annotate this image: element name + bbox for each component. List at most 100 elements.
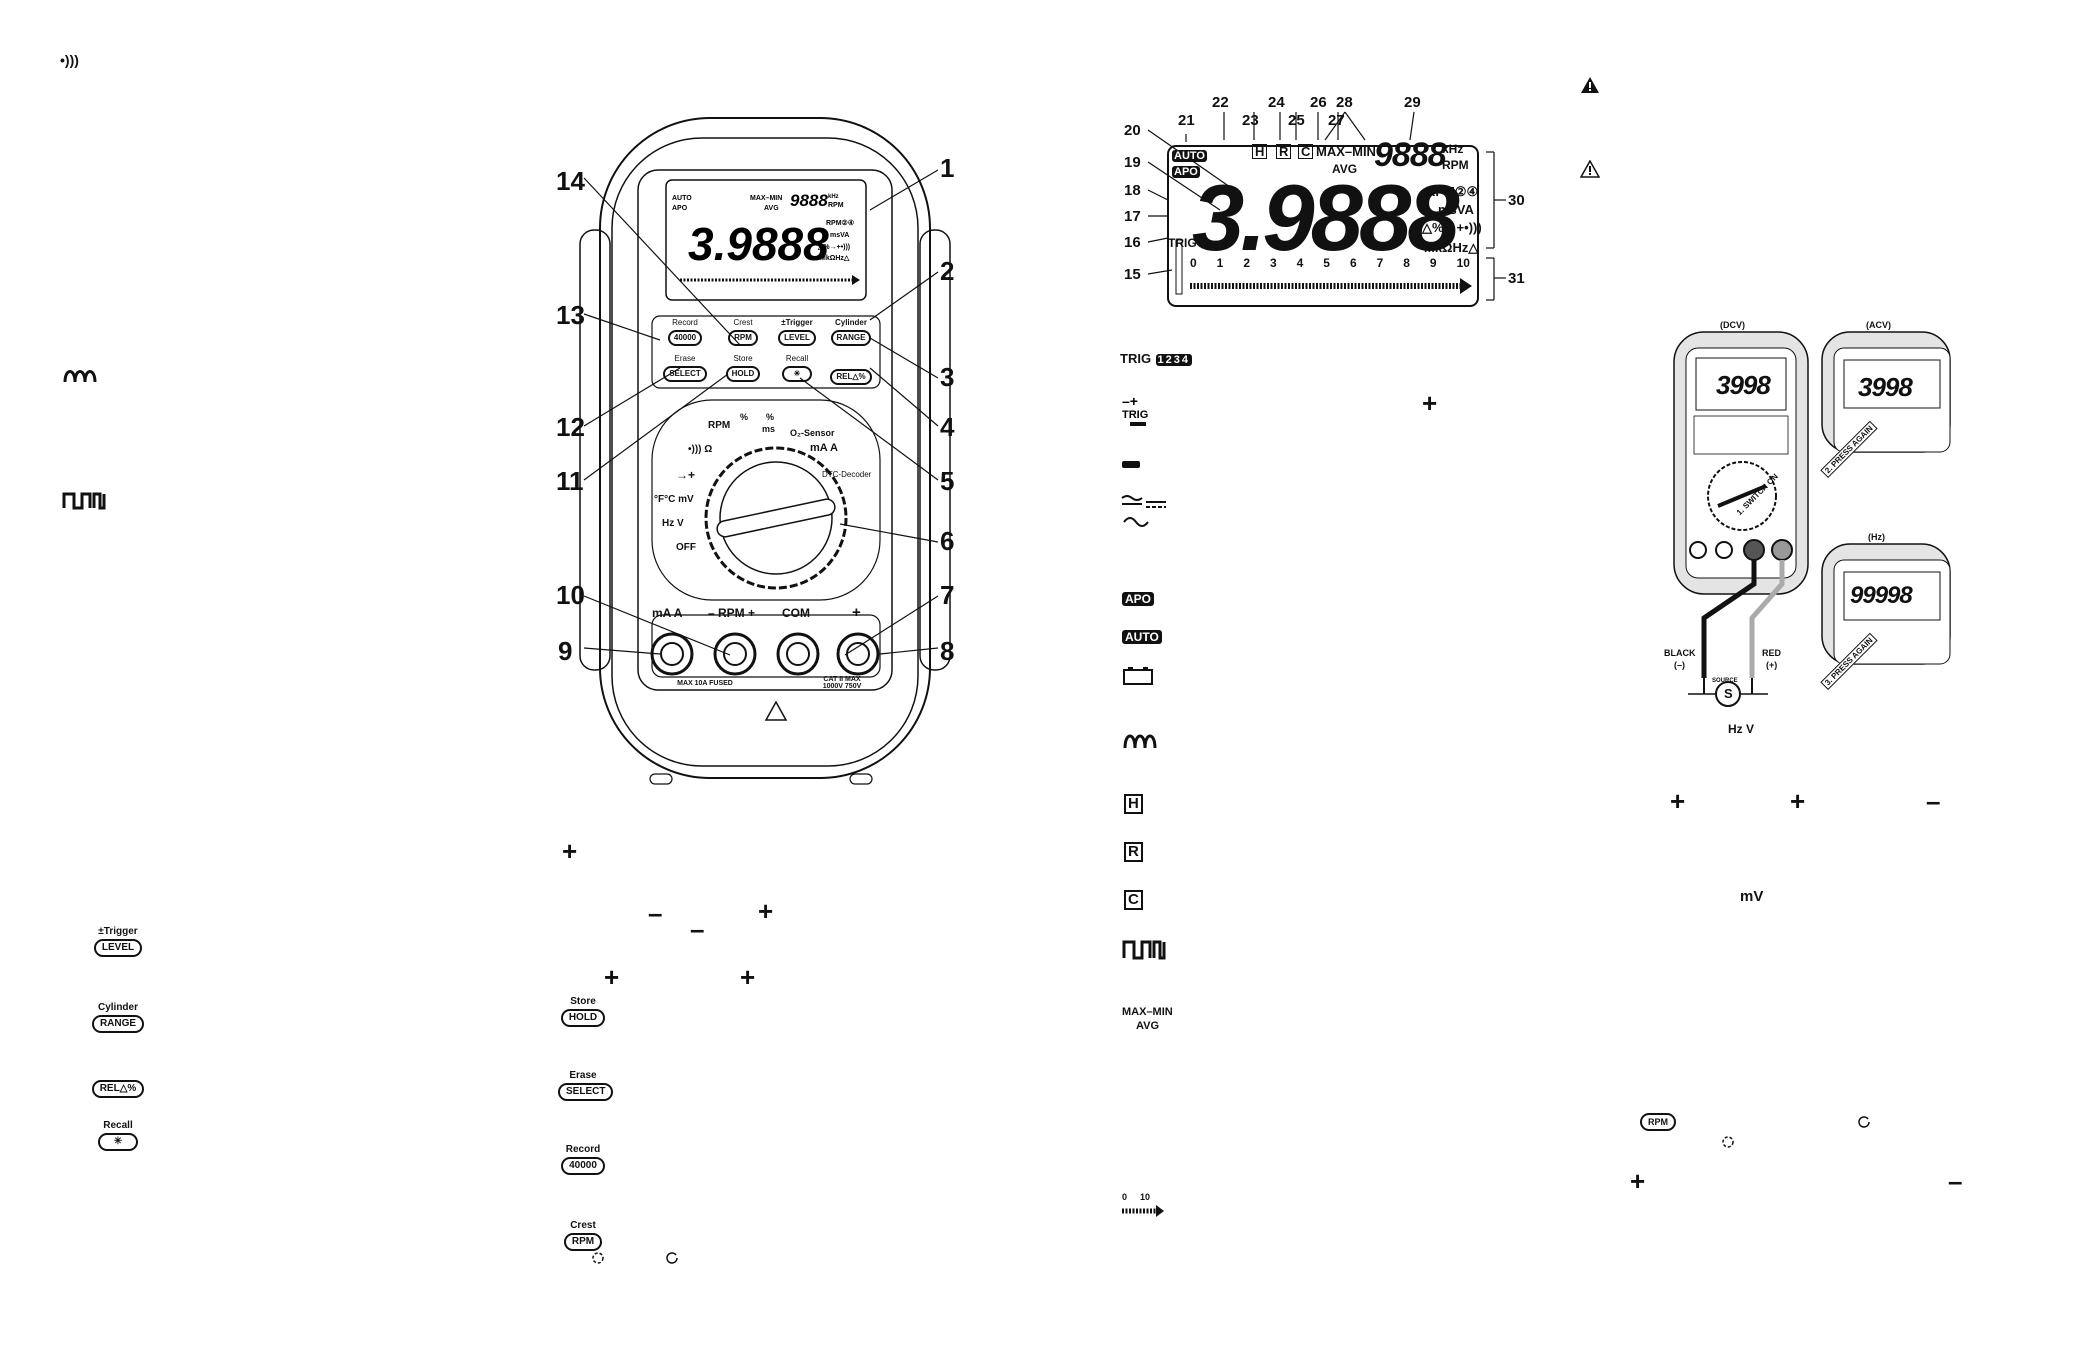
meter-callout-9: 9 [558, 636, 573, 666]
lcd-num-21: 21 [1178, 112, 1195, 129]
meter-lcd-avg: AVG [764, 205, 779, 212]
dial-ms: ms [762, 424, 776, 434]
right-plus-b: + [1790, 786, 1806, 816]
lcd-trig: TRIG [1168, 236, 1197, 250]
acv-lcd-value: 3998 [1858, 372, 1913, 402]
jack-label-fused: MAX 10A FUSED [677, 680, 733, 687]
caution-icon [1579, 159, 1601, 183]
col2-store-legend: Store HOLD [558, 996, 608, 1027]
svg-text:TRIG: TRIG [1122, 409, 1148, 421]
meter-callout-1: 1 [940, 153, 955, 183]
right-rotate-cw-icon [1856, 1114, 1872, 1135]
col2-rpm-button-icon: RPM [563, 1233, 603, 1251]
meter-callout-8: 8 [940, 636, 955, 666]
col2-store-caption: Store [570, 996, 596, 1007]
meter-recall-caption: Recall [785, 354, 809, 363]
meter-crest-group: Crest RPM [718, 318, 768, 346]
dcv-lcd-value: 3998 [1716, 370, 1771, 400]
cylinder-caption: Cylinder [97, 1002, 138, 1013]
meter-rel-button: REL△% [830, 369, 872, 385]
dial-rpm: RPM [708, 420, 731, 431]
pulse-icon [62, 490, 108, 515]
lcd-num-22: 22 [1212, 94, 1229, 111]
lcd-num-23: 23 [1242, 112, 1259, 129]
rel-legend: REL△% [88, 1078, 148, 1098]
right-plus-a: + [1670, 786, 1686, 816]
meter-lcd-main-digits: 3.9888 [688, 218, 829, 270]
right-rotate-ccw-icon [1720, 1134, 1736, 1155]
meter-rel-group: REL△% [826, 366, 876, 385]
col2-hold-button-icon: HOLD [560, 1009, 606, 1027]
lcd-scale-1: 1 [1216, 256, 1224, 270]
sym-bar-0: 0 [1122, 1192, 1128, 1202]
lcd-scale-10: 10 [1456, 256, 1470, 270]
black-lead-label: BLACK [1664, 648, 1696, 658]
col2-erase-legend: Erase SELECT [558, 1070, 614, 1101]
trig-cylinder-symbol: TRIG 1234 [1120, 350, 1192, 368]
recall-legend: Recall ✳ [88, 1120, 148, 1151]
lcd-num-16: 16 [1124, 234, 1141, 251]
sym-apo-text: APO [1122, 592, 1155, 606]
bargraph-icon: 0 10 [1120, 1192, 1170, 1222]
measurement-illustration: (DCV) (ACV) (Hz) 3998 3998 99998 1. SWIT… [1660, 318, 1980, 748]
meter-lcd-mkohm: MkΩHz△ [820, 255, 850, 262]
dial-dtc-decoder: DTC-Decoder [822, 470, 872, 479]
sym-plus: + [1422, 388, 1438, 418]
meter-lcd-khz: kHz [828, 194, 839, 200]
sym-bar-10: 10 [1140, 1192, 1151, 1202]
meter-callout-7: 7 [940, 580, 955, 610]
meter-crest-caption: Crest [733, 318, 753, 327]
lcd-num-15: 15 [1124, 266, 1141, 283]
lcd-auto-text: AUTO [1172, 150, 1207, 162]
meter-lcd-maxmin: MAX–MIN [750, 195, 782, 202]
apo-symbol: APO [1122, 590, 1155, 608]
right-rpm-button-icon: RPM [1640, 1112, 1676, 1131]
meter-callout-4: 4 [940, 412, 955, 442]
cylinder-range-legend: Cylinder RANGE [88, 1002, 148, 1033]
meter-lcd-rpm: RPM [828, 202, 844, 209]
trig-slope-icon: –+TRIG [1120, 388, 1160, 433]
lcd-diagram: 22 24 26 28 29 21 23 25 27 20 19 18 17 1… [1120, 90, 1560, 320]
lcd-num-19: 19 [1124, 154, 1141, 171]
lcd-num-28: 28 [1336, 94, 1353, 111]
recall-caption: Recall [103, 1120, 133, 1131]
multimeter-illustration: AUTO APO MAX–MIN AVG 9888 kHz RPM 3.9888… [540, 110, 980, 800]
lcd-scale-5: 5 [1323, 256, 1330, 270]
col2-record-button-icon: 40000 [561, 1157, 605, 1175]
lcd-num-18: 18 [1124, 182, 1141, 199]
col2-minus-1: – [648, 898, 663, 928]
lcd-r-indicator: R [1276, 144, 1292, 159]
ac-dc-icon [1120, 492, 1180, 537]
col2-minus-2: – [690, 914, 705, 944]
hold-symbol: H [1124, 794, 1143, 814]
hz-label: (Hz) [1868, 532, 1885, 542]
source-symbol: S [1724, 686, 1733, 701]
source-label: SOURCE [1712, 678, 1738, 684]
right-rpm-button-text: RPM [1640, 1113, 1676, 1131]
col2-plus-3: + [604, 962, 620, 992]
lcd-num-17: 17 [1124, 208, 1141, 225]
level-button-icon: LEVEL [93, 939, 143, 957]
lcd-avg: AVG [1332, 162, 1358, 176]
lcd-scale-4: 4 [1296, 256, 1304, 270]
right-minus-c: – [1948, 1166, 1963, 1196]
coil-icon [1122, 728, 1162, 755]
meter-store-caption: Store [733, 354, 753, 363]
auto-symbol: AUTO [1122, 628, 1162, 646]
lcd-rpm24: RPM②④ [1426, 184, 1479, 199]
lcd-maxmin: MAX–MIN [1316, 144, 1376, 159]
record-symbol: R [1124, 842, 1143, 862]
dial-ohm: •))) Ω [688, 444, 713, 455]
dcv-label: (DCV) [1720, 320, 1745, 330]
meter-backlight-button: ✳ [781, 366, 813, 382]
lcd-num-24: 24 [1268, 94, 1285, 111]
meter-callout-2: 2 [940, 256, 955, 286]
lcd-num-20: 20 [1124, 122, 1141, 139]
jack-label-com: COM [782, 606, 810, 620]
meter-lcd-msva: msVA [830, 232, 849, 239]
sym-trig-nums: 1234 [1155, 354, 1192, 366]
lcd-scale-0: 0 [1190, 256, 1197, 270]
meter-callout-6: 6 [940, 526, 955, 556]
dial-diode: →+ [676, 468, 696, 482]
dial-pct1: % [740, 412, 749, 422]
